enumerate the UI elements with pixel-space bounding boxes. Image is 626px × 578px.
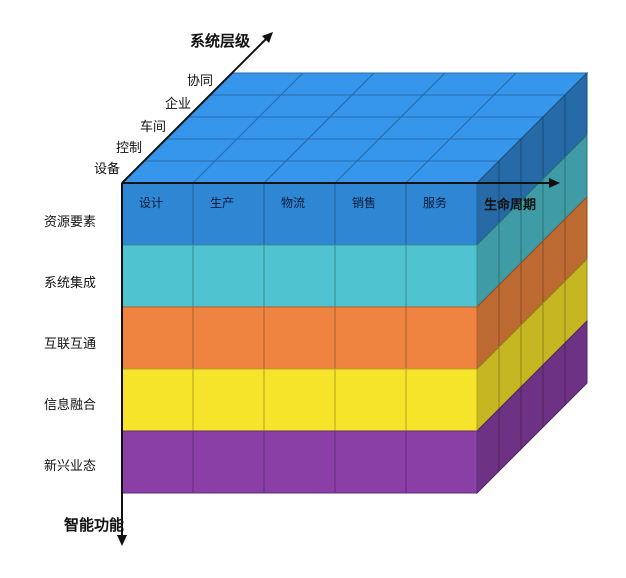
system-level-label-control: 控制 [116,141,143,156]
front-face-cell [121,306,194,370]
lifecycle-label-production: 生产 [210,196,235,210]
front-face-cell [334,182,407,246]
front-face-cell [405,306,478,370]
front-face-cell [121,244,194,308]
system-level-label-workshop: 车间 [140,120,167,135]
front-face-cell [121,430,194,494]
front-face-cell [405,430,478,494]
front-face-cell [334,306,407,370]
front-face-cell [192,244,265,308]
front-face-cell [192,368,265,432]
front-face-cell [263,244,336,308]
system-level-axis-arrowhead [262,32,273,43]
front-face-cell [263,182,336,246]
lifecycle-axis-arrowhead [549,178,560,188]
system-level-label-enterprise: 企业 [165,97,192,112]
intelligent-function-axis-arrowhead [117,535,127,546]
front-face-cell [263,430,336,494]
front-face-cell [263,306,336,370]
front-face-cell [405,368,478,432]
lifecycle-label-service: 服务 [423,196,448,210]
lifecycle-axis-title: 生命周期 [484,198,537,213]
function-label-system-integration: 系统集成 [44,276,97,291]
function-label-emerging-business: 新兴业态 [44,459,97,474]
front-face-cell [334,430,407,494]
front-face-cell [405,182,478,246]
system-level-label-collaboration: 协同 [187,74,214,89]
system-level-axis-line [121,36,269,184]
function-label-interconnection: 互联互通 [44,337,97,352]
front-face-cell [192,306,265,370]
front-face-cell [121,182,194,246]
front-face-cell [121,368,194,432]
front-face-cell [334,368,407,432]
function-label-resource-elements: 资源要素 [44,215,97,230]
front-face-cell [334,244,407,308]
front-face-cell [192,430,265,494]
system-level-label-equipment: 设备 [94,162,121,177]
front-face-cell [192,182,265,246]
lifecycle-label-sales: 销售 [352,196,377,210]
lifecycle-label-design: 设计 [139,196,164,210]
system-level-axis-title: 系统层级 [190,32,251,50]
front-face-cell [263,368,336,432]
front-face-cell [405,244,478,308]
intelligent-function-axis-title: 智能功能 [64,516,125,534]
function-label-information-fusion: 信息融合 [44,398,97,413]
lifecycle-label-logistics: 物流 [281,196,306,210]
